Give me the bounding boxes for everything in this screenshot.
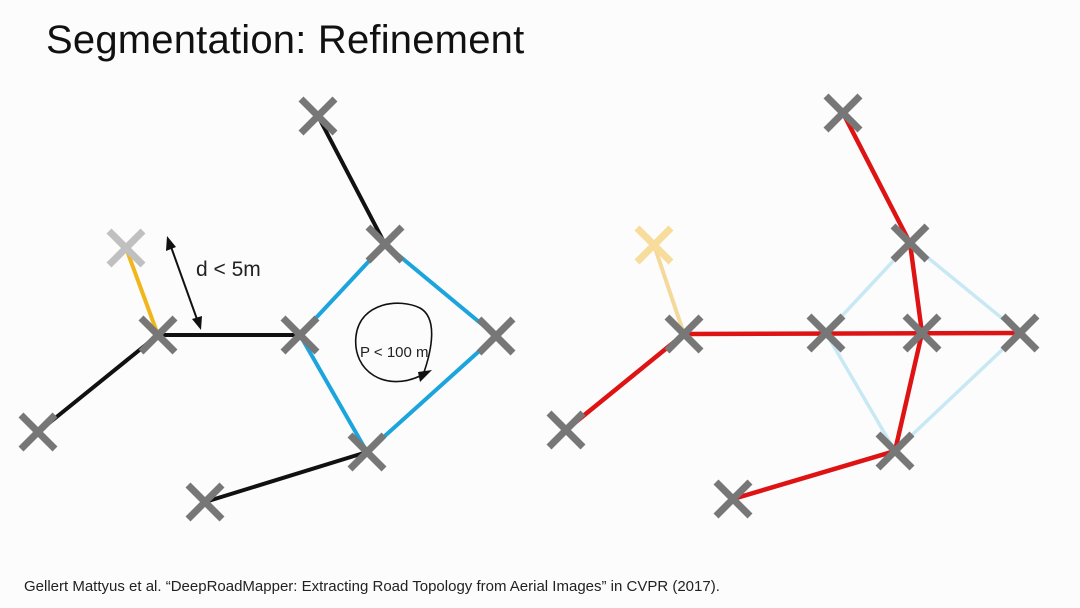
node-x-icon xyxy=(875,431,915,471)
node-x-icon xyxy=(298,96,338,136)
edge-lightblue xyxy=(893,331,1022,453)
node-x-stroke xyxy=(476,316,516,356)
node-x-stroke xyxy=(280,315,320,355)
edge-red xyxy=(892,330,925,454)
node-x-stroke xyxy=(106,228,146,268)
node-x-icon xyxy=(713,479,753,519)
citation: Gellert Mattyus et al. “DeepRoadMapper: … xyxy=(24,578,720,595)
edge-black xyxy=(203,450,369,504)
edge-yellow xyxy=(124,246,160,337)
node-x-icon xyxy=(185,482,225,522)
node-x-stroke xyxy=(298,96,338,136)
node-x-icon-faded xyxy=(106,228,146,268)
node-x-stroke xyxy=(713,479,753,519)
edge-red xyxy=(730,448,898,502)
node-x-icon xyxy=(664,314,704,354)
node-x-stroke xyxy=(18,412,58,452)
node-x-icon xyxy=(138,315,178,355)
distance-label: d < 5m xyxy=(196,258,261,281)
edge-red xyxy=(840,110,913,246)
node-x-stroke xyxy=(875,431,915,471)
node-markers xyxy=(18,93,1040,522)
node-x-stroke xyxy=(664,314,704,354)
node-x-stroke xyxy=(138,315,178,355)
node-x-icon xyxy=(347,432,387,472)
edge-red xyxy=(907,240,925,336)
node-x-icon xyxy=(18,412,58,452)
edge-black xyxy=(316,114,387,246)
edge-blue xyxy=(365,334,498,454)
slide-title: Segmentation: Refinement xyxy=(46,18,525,62)
node-x-stroke xyxy=(347,432,387,472)
edge-black xyxy=(36,333,160,434)
node-x-icon xyxy=(902,313,942,353)
node-x-icon xyxy=(890,223,930,263)
node-x-icon xyxy=(823,93,863,133)
node-x-stroke xyxy=(185,482,225,522)
node-x-stroke xyxy=(890,223,930,263)
perimeter-loop-arrow xyxy=(355,302,433,383)
edge-red xyxy=(681,330,1023,337)
node-x-stroke xyxy=(806,313,846,353)
node-x-stroke xyxy=(823,93,863,133)
node-x-stroke xyxy=(902,313,942,353)
left-graph: d < 5m P < 100 m xyxy=(36,114,498,504)
node-x-icon xyxy=(546,410,586,450)
node-x-icon-yellow xyxy=(634,225,674,265)
edge-lightblue xyxy=(824,331,897,453)
node-x-stroke xyxy=(634,225,674,265)
edge-red xyxy=(563,331,687,433)
distance-arrow xyxy=(166,236,202,330)
perimeter-label: P < 100 m xyxy=(360,344,429,361)
node-x-icon xyxy=(280,315,320,355)
edge-yellow-faded xyxy=(652,243,686,336)
right-graph xyxy=(563,110,1023,502)
node-x-stroke xyxy=(365,224,405,264)
node-x-icon xyxy=(365,224,405,264)
node-x-stroke xyxy=(1000,313,1040,353)
node-x-icon xyxy=(1000,313,1040,353)
node-x-icon xyxy=(476,316,516,356)
node-x-icon xyxy=(806,313,846,353)
node-x-stroke xyxy=(546,410,586,450)
edge-blue xyxy=(298,333,369,454)
